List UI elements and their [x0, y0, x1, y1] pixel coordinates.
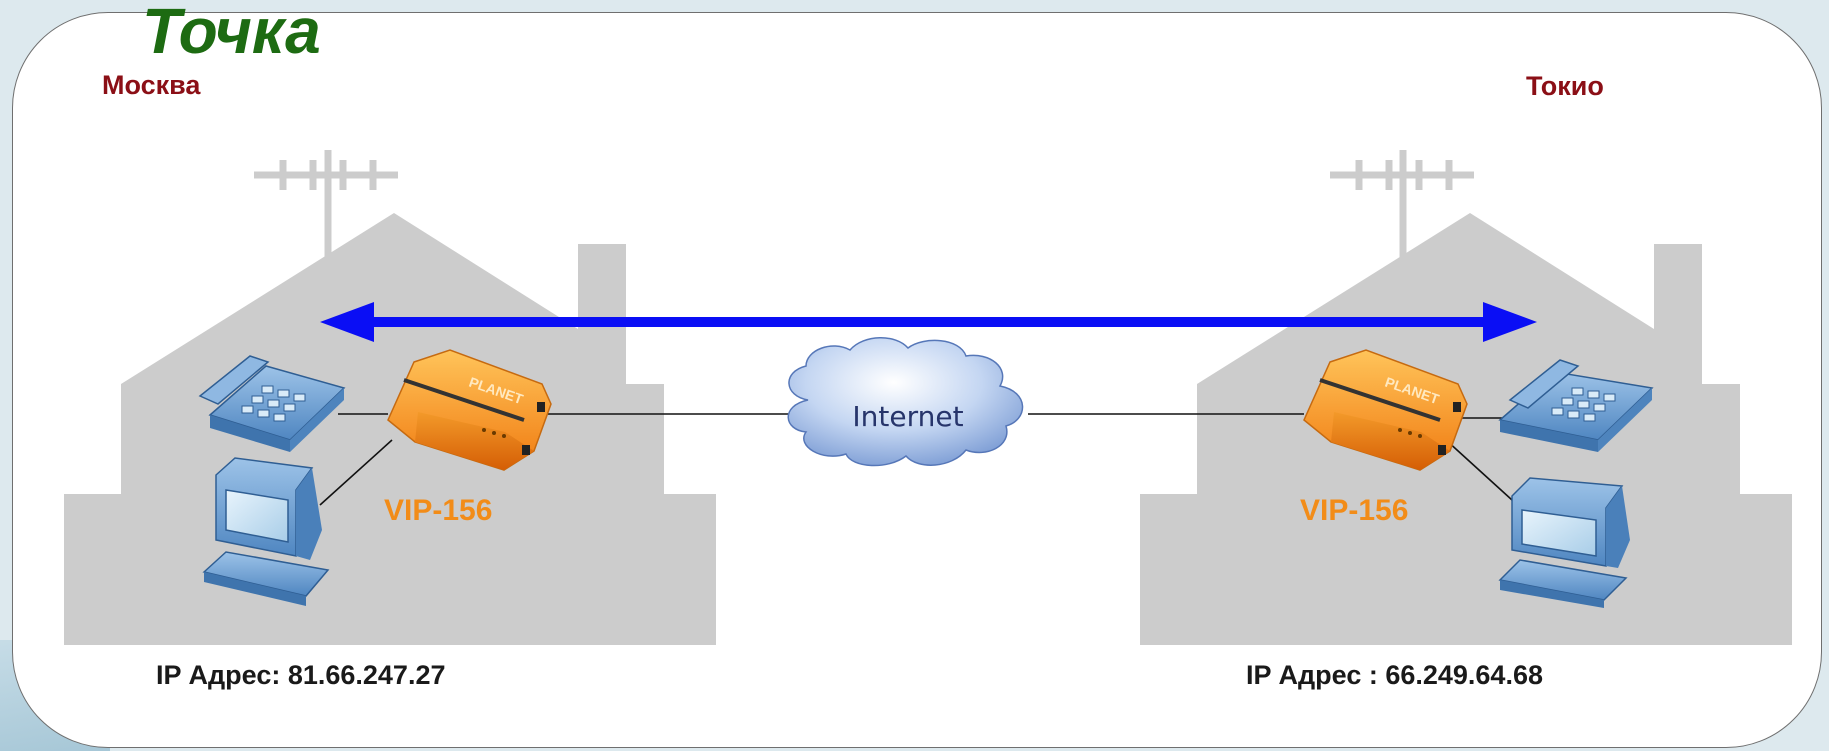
device-right-label: VIP-156 [1300, 494, 1409, 527]
computer-left-icon [202, 457, 330, 606]
house-right [1140, 150, 1792, 645]
slide-title: Точка [142, 0, 321, 67]
computer-right-icon [1498, 477, 1630, 608]
device-left-label: VIP-156 [384, 494, 493, 527]
antenna-right-icon [1330, 150, 1474, 262]
internet-cloud-icon: Internet [787, 337, 1024, 467]
city-right-label: Токио [1526, 71, 1604, 101]
cable-lines [319, 413, 1513, 506]
voip-gateway-right: PLANET [1303, 349, 1468, 471]
phone-left-icon [198, 355, 346, 452]
voip-gateway-left: PLANET [387, 349, 552, 471]
house-left-shape [64, 213, 716, 645]
house-right-shape [1140, 213, 1792, 645]
house-left [64, 150, 716, 645]
connection-arrow [320, 302, 1537, 342]
antenna-left-icon [254, 150, 398, 262]
ip-address-left: IP Адрес: 81.66.247.27 [156, 660, 446, 690]
cloud-label: Internet [852, 400, 963, 433]
city-left-label: Москва [102, 70, 201, 100]
ip-address-right: IP Адрес : 66.249.64.68 [1246, 660, 1543, 690]
phone-right-icon [1498, 359, 1654, 452]
